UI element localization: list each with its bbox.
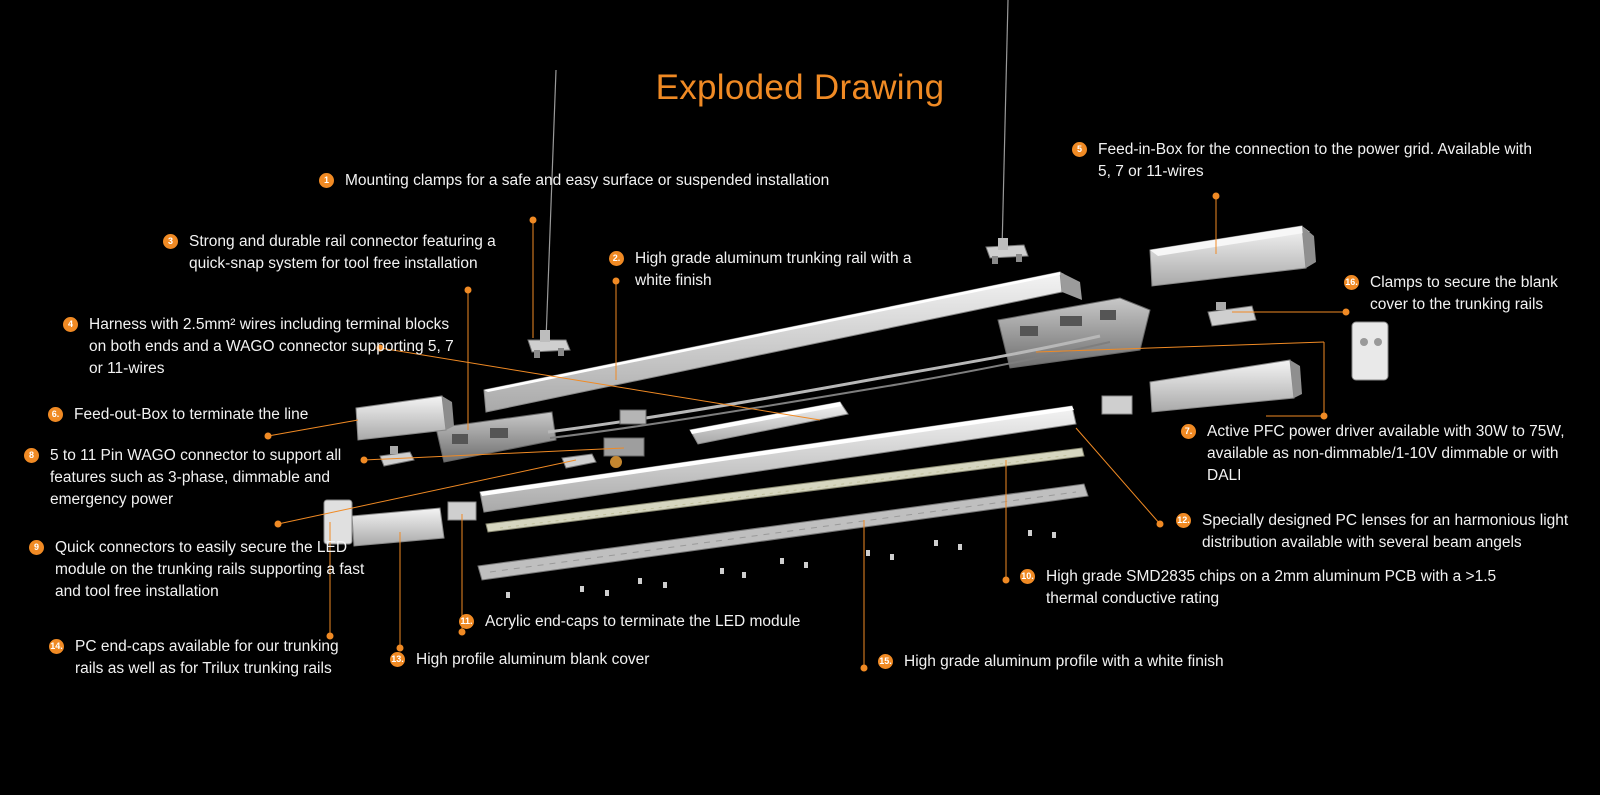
leader-dots — [264, 192, 1350, 672]
callout-text: Specially designed PC lenses for an harm… — [1202, 512, 1569, 551]
callout-12: 12. Specially designed PC lenses for an … — [1176, 510, 1576, 554]
callout-10: 10. High grade SMD2835 chips on a 2mm al… — [1020, 566, 1500, 610]
quick-connector-clamp-a — [379, 446, 415, 467]
callout-text: Quick connectors to easily secure the LE… — [55, 539, 365, 600]
power-driver — [689, 401, 849, 445]
blank-cover-right — [1149, 359, 1302, 413]
number-badge: 3 — [163, 234, 178, 249]
callout-8: 8 5 to 11 Pin WAGO connector to support … — [24, 445, 374, 511]
number-badge: 1 — [319, 173, 334, 188]
wago-connector-left — [603, 437, 645, 468]
number-badge: 12. — [1176, 513, 1191, 528]
callout-text: Feed-in-Box for the connection to the po… — [1098, 141, 1532, 180]
callout-text: High profile aluminum blank cover — [416, 651, 650, 668]
number-badge: 4 — [63, 317, 78, 332]
callout-5: 5 Feed-in-Box for the connection to the … — [1072, 139, 1532, 183]
callout-text: High grade aluminum profile with a white… — [904, 653, 1224, 670]
callout-text: Mounting clamps for a safe and easy surf… — [345, 172, 830, 189]
number-badge: 6. — [48, 407, 63, 422]
page-title: Exploded Drawing — [655, 68, 945, 107]
callout-text: High grade aluminum trunking rail with a… — [635, 250, 912, 289]
number-badge: 16. — [1344, 275, 1359, 290]
screws — [506, 530, 1056, 598]
callout-11: 11. Acrylic end-caps to terminate the LE… — [459, 611, 839, 633]
quick-connector-clamp-b — [561, 453, 597, 469]
feed-in-box — [1149, 225, 1316, 287]
callout-text: Strong and durable rail connector featur… — [189, 233, 496, 272]
callout-text: Harness with 2.5mm² wires including term… — [89, 316, 454, 377]
number-badge: 7. — [1181, 424, 1196, 439]
number-badge: 5 — [1072, 142, 1087, 157]
mounting-clamp-right — [985, 238, 1029, 264]
number-badge: 14. — [49, 639, 64, 654]
callout-text: Acrylic end-caps to terminate the LED mo… — [485, 613, 801, 630]
callout-13: 13. High profile aluminum blank cover — [390, 649, 690, 671]
callout-1: 1 Mounting clamps for a safe and easy su… — [319, 170, 879, 192]
callout-text: PC end-caps available for our trunking r… — [75, 638, 339, 677]
callout-text: High grade SMD2835 chips on a 2mm alumin… — [1046, 568, 1497, 607]
trunking-rail — [483, 271, 1082, 413]
aluminum-profile — [479, 405, 1077, 513]
blank-cover-left — [351, 507, 445, 547]
wago-connector-small — [619, 409, 647, 425]
callout-2: 2. High grade aluminum trunking rail wit… — [609, 248, 929, 292]
leader-lines — [267, 196, 1346, 668]
suspension-wires — [545, 0, 1009, 341]
callout-16: 16. Clamps to secure the blank cover to … — [1344, 272, 1594, 316]
callout-4: 4 Harness with 2.5mm² wires including te… — [63, 314, 463, 380]
number-badge: 8 — [24, 448, 39, 463]
number-badge: 9 — [29, 540, 44, 555]
callout-7: 7. Active PFC power driver available wit… — [1181, 421, 1581, 487]
led-end-cap-right — [1101, 395, 1133, 415]
callout-text: Clamps to secure the blank cover to the … — [1370, 274, 1558, 313]
callout-14: 14. PC end-caps available for our trunki… — [49, 636, 369, 680]
blank-cover-clamp — [1207, 302, 1257, 327]
led-pcb — [485, 447, 1085, 533]
callout-3: 3 Strong and durable rail connector feat… — [163, 231, 523, 275]
pc-end-cap-right — [1351, 321, 1389, 381]
rail-connector-left — [435, 411, 557, 463]
callout-text: 5 to 11 Pin WAGO connector to support al… — [50, 447, 342, 508]
callout-15: 15. High grade aluminum profile with a w… — [878, 651, 1258, 673]
pc-lens — [477, 483, 1089, 581]
mounting-clamp-left — [527, 330, 571, 358]
callout-6: 6. Feed-out-Box to terminate the line — [48, 404, 368, 426]
callout-text: Feed-out-Box to terminate the line — [74, 406, 309, 423]
rail-connector-right — [997, 297, 1151, 369]
callout-9: 9 Quick connectors to easily secure the … — [29, 537, 379, 603]
number-badge: 2. — [609, 251, 624, 266]
callout-text: Active PFC power driver available with 3… — [1207, 423, 1565, 484]
feed-out-box — [355, 395, 454, 441]
number-badge: 15. — [878, 654, 893, 669]
number-badge: 10. — [1020, 569, 1035, 584]
number-badge: 13. — [390, 652, 405, 667]
number-badge: 11. — [459, 614, 474, 629]
